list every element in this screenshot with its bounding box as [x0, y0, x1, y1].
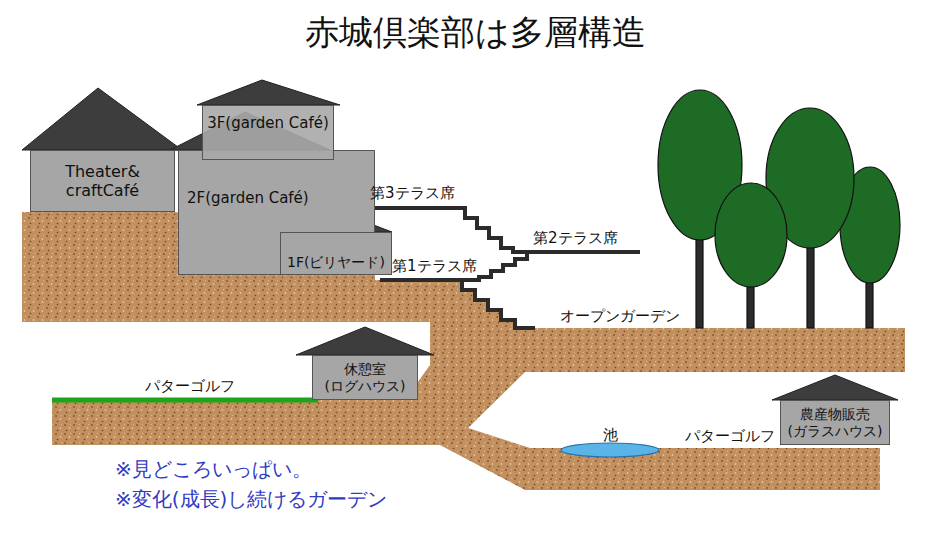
roofs: [22, 80, 898, 400]
area-label: パターゴルフ: [685, 427, 775, 445]
building: 休憩室 (ログハウス): [312, 355, 418, 400]
building-label: 3F(garden Café): [207, 114, 329, 132]
building: Theater& craftCafé: [30, 150, 175, 212]
building-label: Theater& craftCafé: [48, 162, 158, 200]
trees: [658, 90, 900, 328]
area-label: 第2テラス席: [533, 229, 618, 247]
pond-label: 池: [603, 426, 618, 444]
putting-green: [52, 398, 318, 403]
area-label: パターゴルフ: [145, 377, 235, 395]
area-label: 第1テラス席: [392, 257, 477, 275]
title: 赤城倶楽部は多層構造: [0, 10, 950, 56]
area-label: オープンガーデン: [560, 307, 680, 325]
building: 農産物販売 (ガラスハウス): [780, 400, 890, 445]
pond: 池: [560, 426, 660, 458]
building: 1F(ビリヤード): [280, 232, 392, 275]
pond-water: [561, 443, 659, 457]
note: ※見どころいっぱい。: [115, 457, 312, 481]
building-label: 2F(garden Café): [187, 189, 309, 207]
building-label: 1F(ビリヤード): [287, 254, 385, 271]
building-label: 休憩室 (ログハウス): [316, 361, 414, 395]
building: 3F(garden Café): [202, 105, 334, 160]
note: ※変化(成長)し続けるガーデン: [115, 487, 387, 511]
building-label: 農産物販売 (ガラスハウス): [784, 406, 886, 440]
area-label: 第3テラス席: [370, 184, 455, 202]
